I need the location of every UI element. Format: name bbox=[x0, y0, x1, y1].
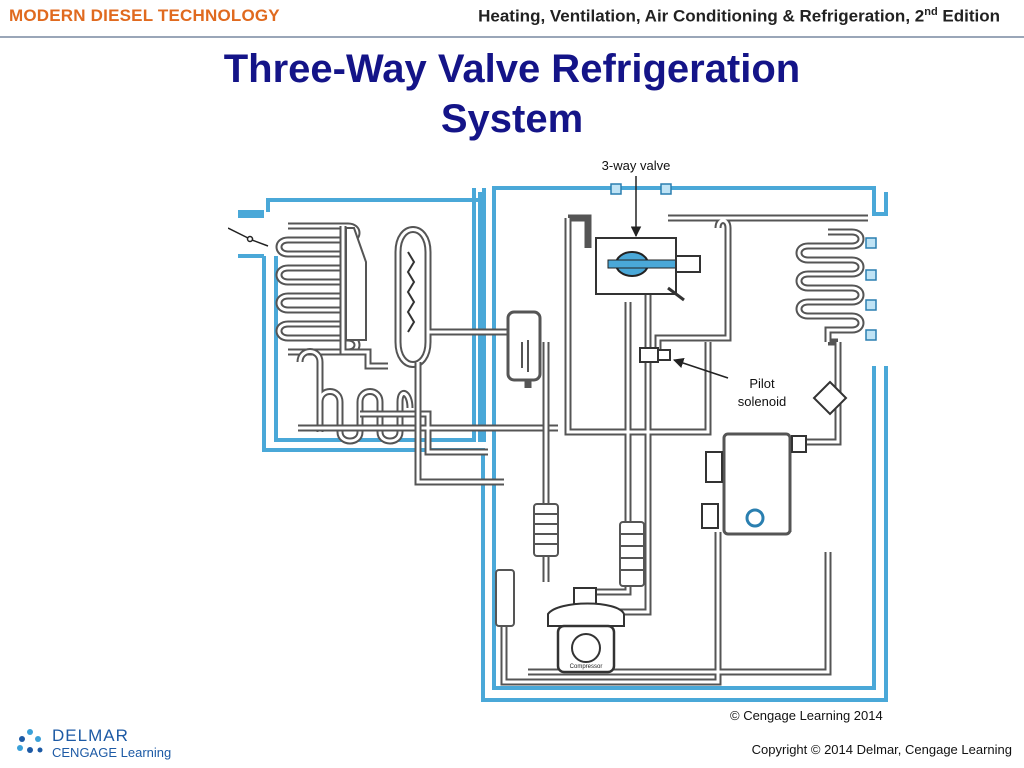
delmar-logo: DELMAR CENGAGE Learning bbox=[16, 724, 206, 764]
logo-line1: DELMAR bbox=[52, 726, 129, 745]
accumulator bbox=[506, 310, 542, 382]
pilot-solenoid bbox=[639, 347, 671, 363]
expansion-valve bbox=[812, 380, 848, 416]
logo-line2: CENGAGE Learning bbox=[52, 745, 172, 760]
image-credit: © Cengage Learning 2014 bbox=[730, 708, 883, 723]
vent-squares bbox=[610, 183, 877, 341]
header-divider bbox=[0, 36, 1024, 38]
header-right-end: Edition bbox=[937, 6, 1000, 26]
three-way-valve-label: 3-way valve bbox=[602, 158, 671, 173]
receiver-tank bbox=[701, 432, 807, 536]
slide-title-line1: Three-Way Valve Refrigeration bbox=[223, 47, 801, 91]
slide-title: Three-Way Valve Refrigeration System bbox=[0, 44, 1024, 144]
delmar-logo-mark-icon bbox=[17, 729, 43, 753]
bellows-right bbox=[619, 521, 645, 587]
compressor: Compressor bbox=[547, 587, 625, 674]
header-right-main: Heating, Ventilation, Air Conditioning &… bbox=[478, 6, 925, 26]
slide-title-line2: System bbox=[440, 97, 584, 141]
header-right-sup: nd bbox=[924, 6, 938, 18]
pilot-solenoid-label-2: solenoid bbox=[738, 394, 786, 409]
pilot-solenoid-label-1: Pilot bbox=[749, 376, 775, 391]
three-way-valve bbox=[595, 237, 701, 302]
box-insulation bbox=[238, 186, 888, 702]
compressor-label: Compressor bbox=[570, 664, 603, 670]
header-left-title: MODERN DIESEL TECHNOLOGY bbox=[9, 6, 280, 25]
copyright-text: Copyright © 2014 Delmar, Cengage Learnin… bbox=[751, 742, 1012, 757]
drier bbox=[495, 569, 515, 627]
pilot-solenoid-arrow bbox=[673, 358, 729, 379]
thermostat-icon bbox=[228, 227, 269, 247]
refrigeration-diagram: Compressor 3-way valve Pilot solenoid bbox=[228, 158, 888, 702]
bellows-left bbox=[533, 503, 559, 557]
box-wall-inner-blue bbox=[478, 192, 486, 442]
drain-pan-valve bbox=[345, 227, 367, 341]
header-right-title: Heating, Ventilation, Air Conditioning &… bbox=[478, 6, 1000, 27]
